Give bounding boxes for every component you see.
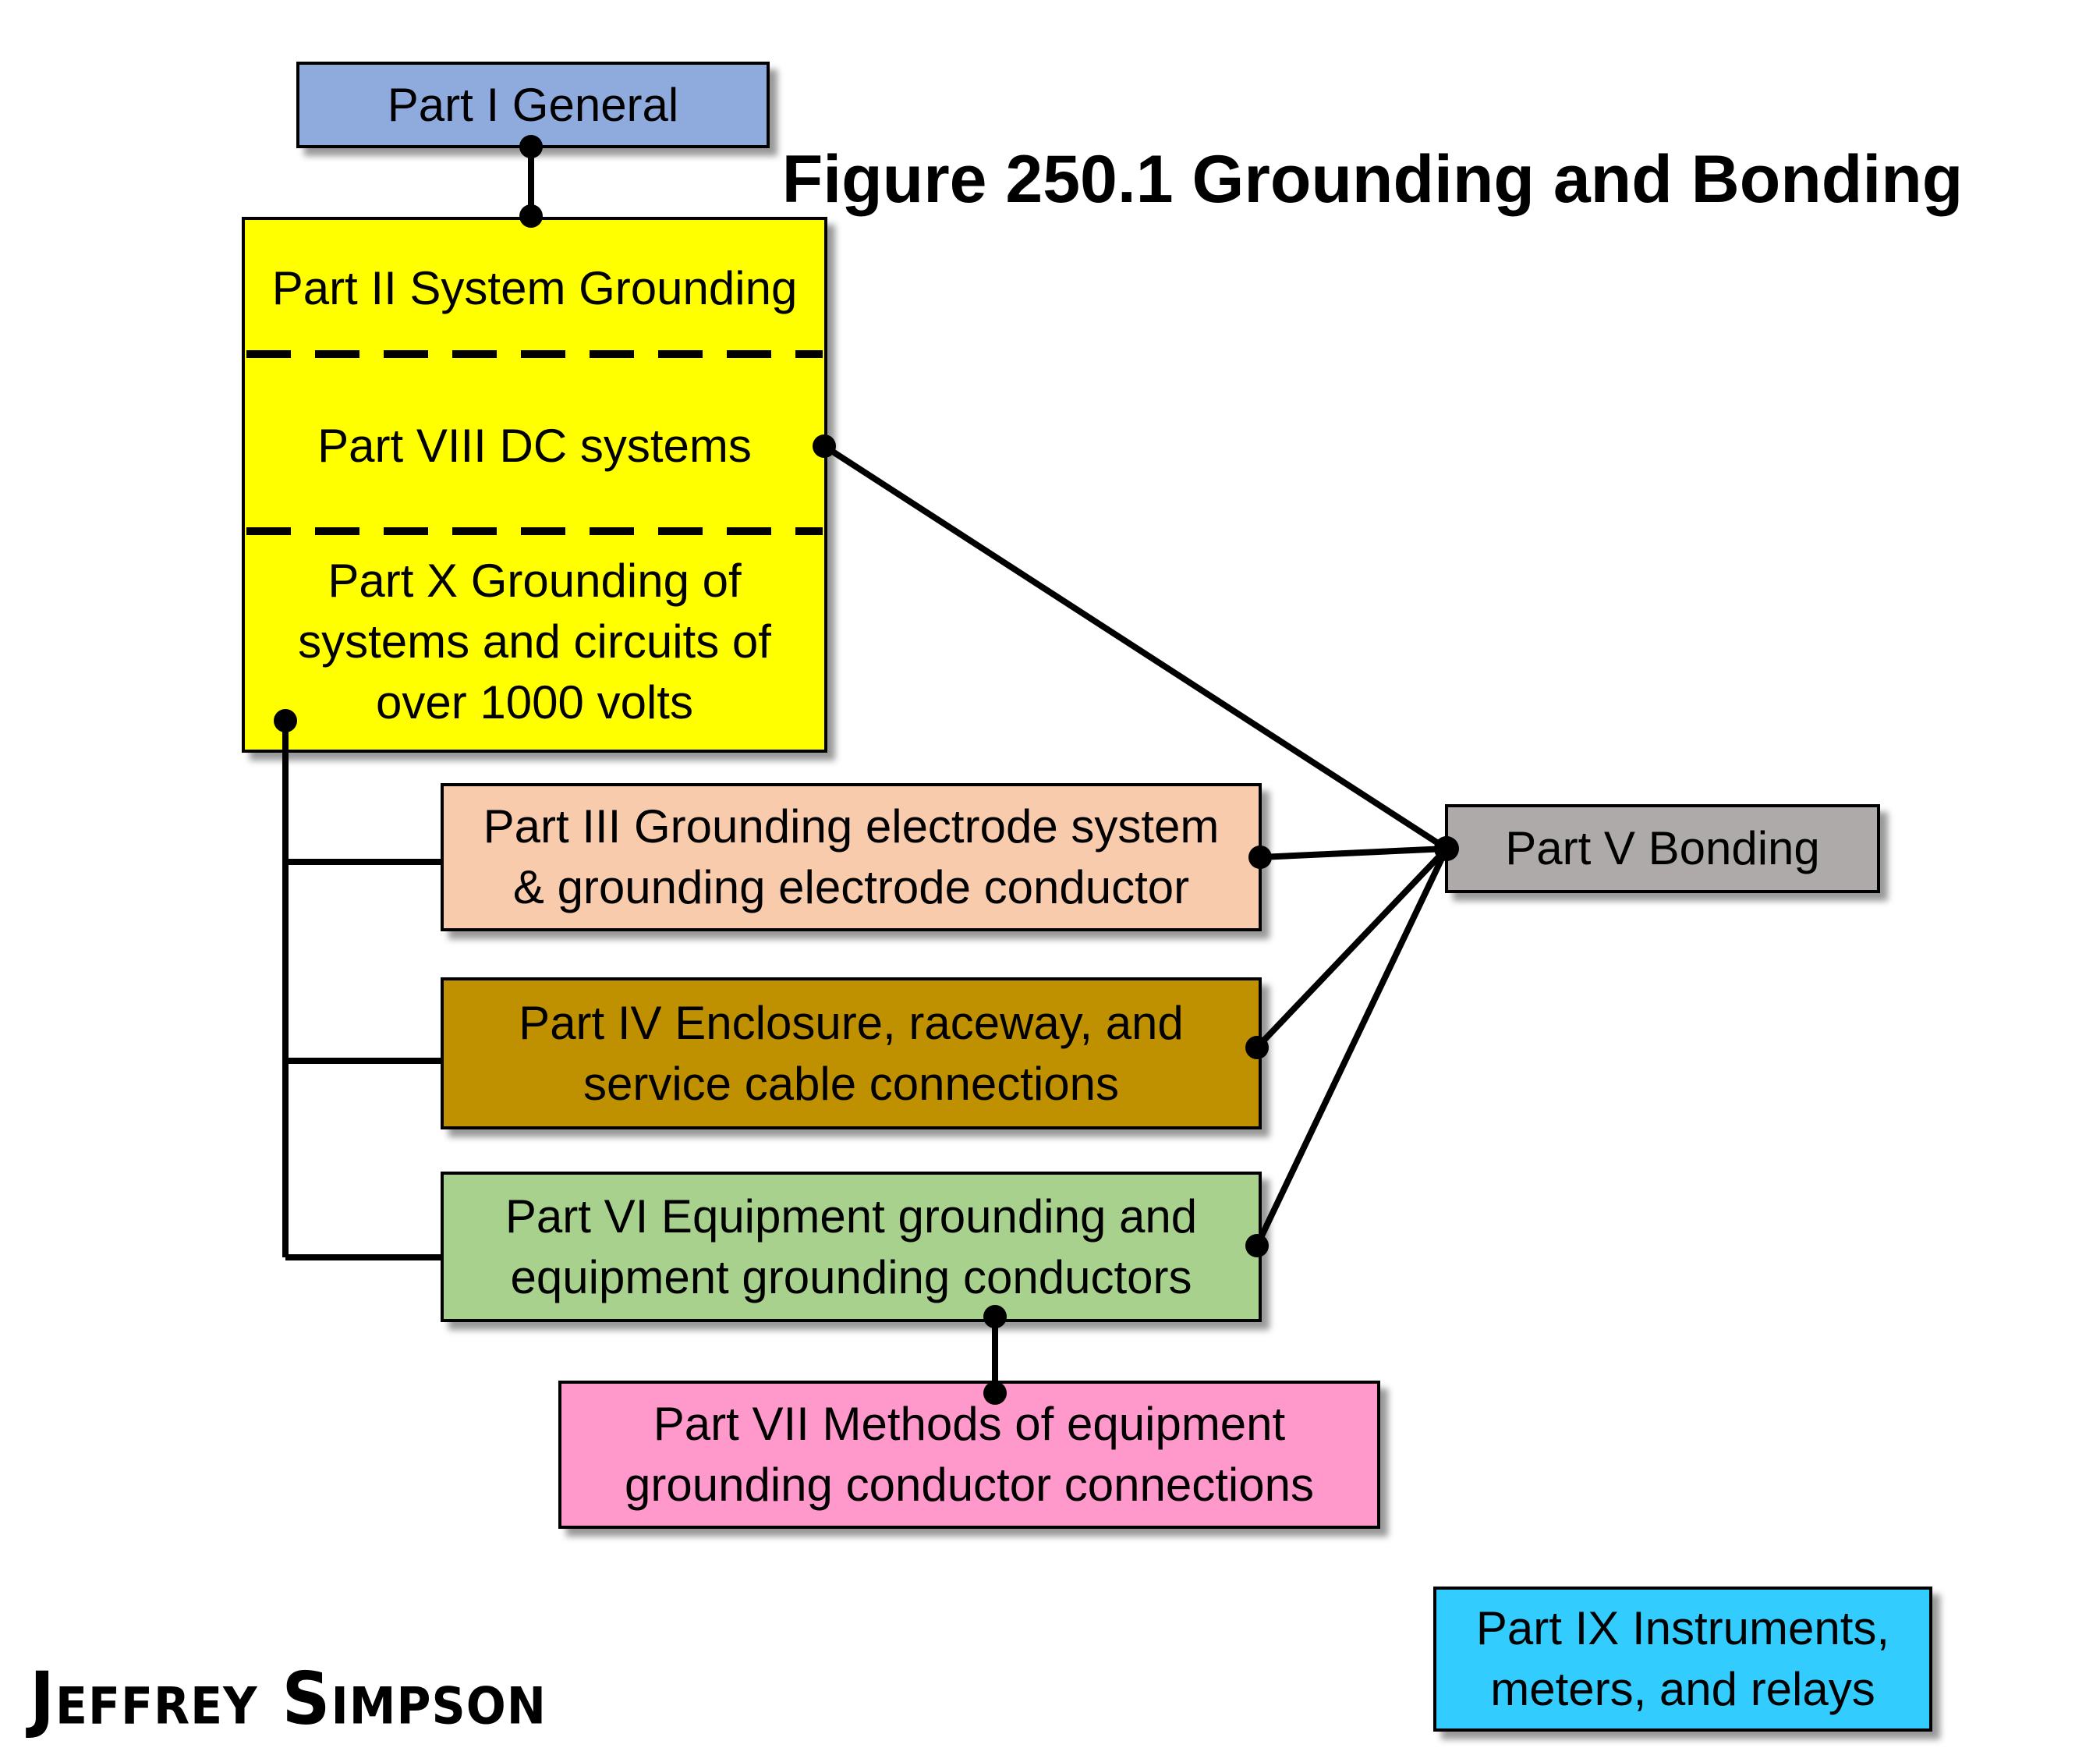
box-part-v-bonding: Part V Bonding [1445, 804, 1880, 893]
author-signature: Jeffrey Simpson [30, 1657, 547, 1741]
box-label-line: Part VI Equipment grounding and [505, 1190, 1198, 1243]
section-part-viii-dc-systems: Part VIII DC systems [245, 357, 824, 534]
box-part-iii-grounding-electrode: Part III Grounding electrode system & gr… [441, 783, 1262, 931]
box-part-vii-methods: Part VII Methods of equipment grounding … [558, 1381, 1380, 1529]
section-label: Part VIII DC systems [317, 419, 752, 472]
box-system-grounding-group: Part II System Grounding Part VIII DC sy… [242, 217, 827, 753]
section-label-line: Part X Grounding of [328, 555, 742, 607]
section-part-ii-system-grounding: Part II System Grounding [245, 220, 824, 357]
box-part-ix-instruments: Part IX Instruments, meters, and relays [1433, 1587, 1932, 1732]
edge-part4-to-part5 [1255, 846, 1449, 1050]
box-label-line: equipment grounding conductors [510, 1250, 1192, 1303]
section-part-x-over-1000-volts: Part X Grounding of systems and circuits… [245, 534, 824, 750]
section-label-line: systems and circuits of [298, 615, 771, 668]
section-label: Part II System Grounding [271, 262, 798, 314]
edge-part6-to-part5 [1254, 847, 1450, 1247]
box-label-line: Part IV Enclosure, raceway, and [519, 996, 1184, 1049]
box-label-line: grounding conductor connections [625, 1459, 1314, 1511]
box-part-iv-enclosure-raceway: Part IV Enclosure, raceway, and service … [441, 977, 1262, 1129]
box-label-line: & grounding electrode conductor [512, 861, 1190, 913]
section-label-line: over 1000 volts [376, 676, 693, 729]
edge-part3-to-part5 [1259, 846, 1447, 860]
box-label-line: Part IX Instruments, [1475, 1602, 1890, 1654]
box-label-line: meters, and relays [1490, 1663, 1875, 1715]
figure-title: Figure 250.1 Grounding and Bonding [781, 142, 1964, 217]
box-label-line: Part VII Methods of equipment [653, 1398, 1286, 1450]
box-part-vi-equipment-grounding: Part VI Equipment grounding and equipmen… [441, 1172, 1262, 1322]
box-part-i-general: Part I General [296, 62, 770, 148]
box-label: Part I General [387, 78, 679, 131]
box-label: Part V Bonding [1505, 822, 1820, 874]
box-label-line: Part III Grounding electrode system [483, 800, 1220, 853]
box-label-line: service cable connections [583, 1057, 1120, 1110]
